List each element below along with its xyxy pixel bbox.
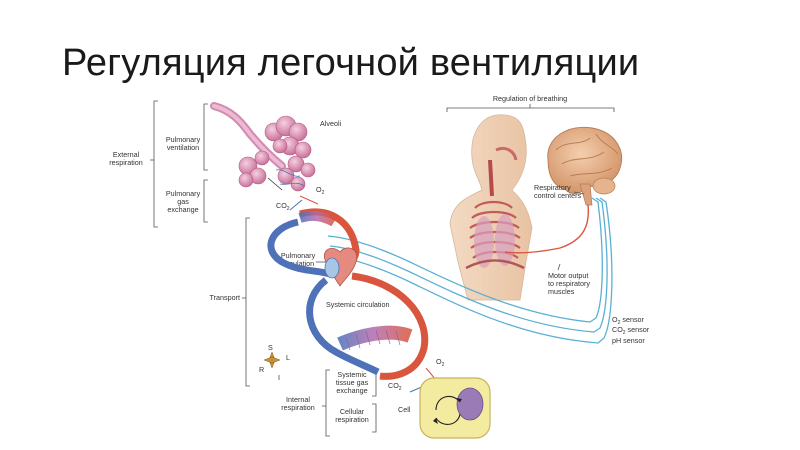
compass-icon: S L R I xyxy=(259,343,290,382)
transport-label: Transport xyxy=(210,293,241,302)
cell-co2-label: CO2 xyxy=(388,381,402,392)
regulation-bracket xyxy=(447,104,614,112)
cellular-respiration-line2: respiration xyxy=(335,415,369,424)
motor-output-label-line3: muscles xyxy=(548,287,575,296)
compass-i: I xyxy=(278,373,280,382)
alveoli-o2-label: O2 xyxy=(316,185,325,196)
cell xyxy=(420,378,490,438)
compass-s: S xyxy=(268,343,273,352)
compass-r: R xyxy=(259,365,264,374)
systemic-tissue-gas-exchange-line3: exchange xyxy=(336,386,367,395)
circulation-loops xyxy=(271,212,425,376)
internal-respiration-line2: respiration xyxy=(281,403,315,412)
systemic-circulation-label: Systemic circulation xyxy=(326,300,390,309)
co2-sensor-label: CO2 sensor xyxy=(612,325,650,336)
regulation-title: Regulation of breathing xyxy=(493,94,567,103)
alveoli-cluster xyxy=(214,106,315,191)
compass-l: L xyxy=(286,353,290,362)
external-respiration-line2: respiration xyxy=(109,158,143,167)
alveoli-co2-label: CO2 xyxy=(276,201,290,212)
ph-sensor-label: pH sensor xyxy=(612,336,645,345)
human-torso xyxy=(450,115,532,300)
pulmonary-ventilation-line2: ventilation xyxy=(167,143,199,152)
alveoli-label: Alveoli xyxy=(320,119,342,128)
cell-label: Cell xyxy=(398,405,411,414)
cell-o2-label: O2 xyxy=(436,357,445,368)
pulmonary-gas-exchange-line3: exchange xyxy=(167,205,198,214)
